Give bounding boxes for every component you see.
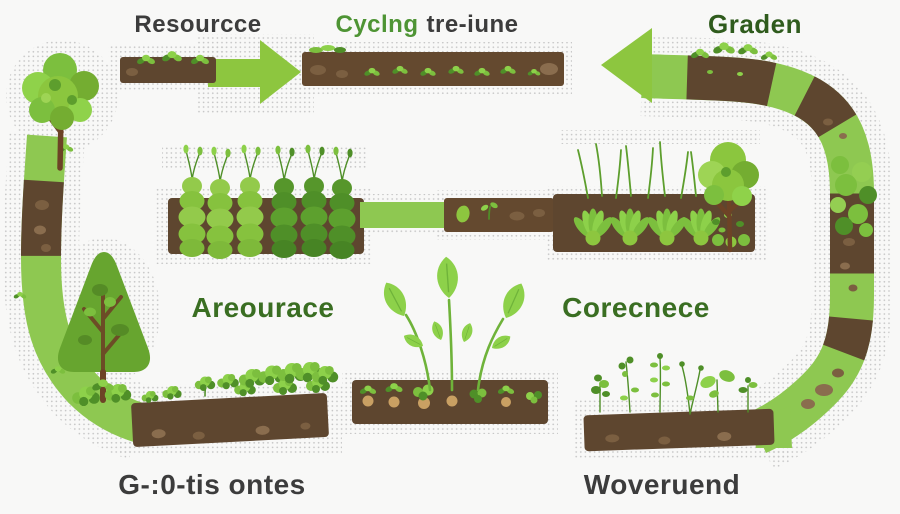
left-arrow (601, 28, 652, 103)
leafy-greens-bed (131, 362, 339, 447)
sprouting-bed (352, 255, 548, 424)
path-plants-top (690, 42, 778, 76)
seedling-row-bed (302, 45, 564, 86)
right-arrow (208, 40, 301, 104)
label-bottom-right: Woveruend (583, 469, 741, 500)
label-cycling-word-green: Cyclng (335, 11, 419, 38)
label-connection-mid: Corecnece (562, 292, 710, 323)
left-cycle-path (13, 134, 147, 443)
leafy-path-segment (830, 156, 877, 237)
connector-strip (360, 202, 446, 228)
round-tree (22, 53, 99, 171)
label-resource-mid: Areourace (191, 292, 335, 323)
label-garden: Graden (707, 9, 803, 39)
young-plants-bed (583, 353, 775, 452)
label-resource: Resourcce (134, 11, 262, 38)
label-bottom-left: G-:0-tis ontes (118, 469, 306, 500)
right-cycle-path (641, 42, 877, 454)
bushy-tree (698, 142, 759, 253)
mature-crop-bed (168, 143, 364, 260)
seed-bed (120, 51, 216, 83)
label-cycling-word-dark: tre-iune (426, 11, 519, 38)
conical-tree (57, 252, 151, 407)
large-seedling (377, 255, 531, 392)
onion-bed (553, 141, 755, 252)
label-cycling-title: Cyclng tre-iune (335, 11, 519, 38)
seed-start-bed (444, 198, 554, 232)
